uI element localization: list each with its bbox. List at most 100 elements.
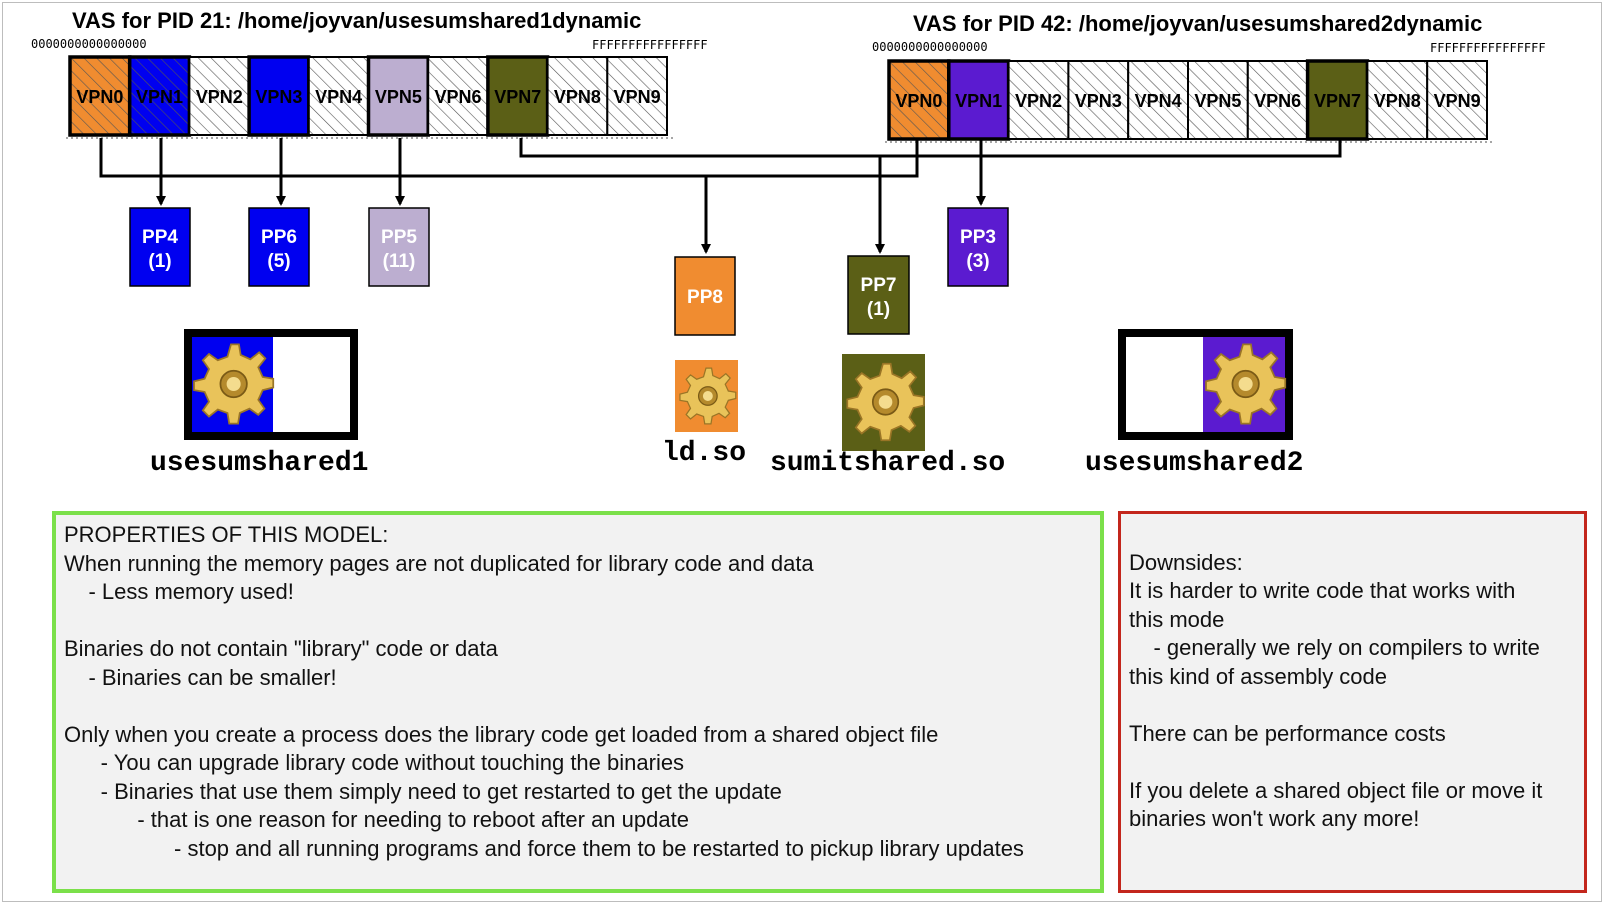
vpn-label: VPN2 xyxy=(196,87,243,107)
panel-text-line: this kind of assembly code xyxy=(1129,663,1388,689)
vpn-cell-vpn4: VPN4 xyxy=(1127,60,1189,140)
panel-text-line: - Binaries that use them simply need to … xyxy=(64,778,782,804)
downsides-panel: Downsides:It is harder to write code tha… xyxy=(1118,511,1587,893)
vpn-label: VPN9 xyxy=(614,87,661,107)
physical-page-pp4: PP4(1) xyxy=(129,207,191,287)
vpn-cell-vpn2: VPN2 xyxy=(1007,60,1070,140)
vpn-label: VPN3 xyxy=(255,87,302,107)
usesumshared1-executable-icon xyxy=(184,329,358,440)
sumitshared-connector xyxy=(519,138,1342,158)
sumitshared-library-icon xyxy=(842,354,925,451)
vas-pid21-high-address: FFFFFFFFFFFFFFFF xyxy=(592,38,708,52)
vpn-label: VPN2 xyxy=(1015,91,1062,111)
panel-text-line: - that is one reason for needing to rebo… xyxy=(64,807,689,832)
vpn-label: VPN0 xyxy=(895,91,942,111)
vpn-cell-vpn6: VPN6 xyxy=(1246,60,1309,140)
vpn-cell-vpn9: VPN9 xyxy=(606,56,668,136)
vpn-cell-vpn1: VPN1 xyxy=(947,59,1011,141)
gear-icon xyxy=(193,343,275,425)
sumitshared-so-label: sumitshared.so xyxy=(770,448,1006,479)
panel-text-line: this mode xyxy=(1129,606,1225,632)
ld-so-library-icon xyxy=(675,360,738,432)
vpn-cell-vpn7: VPN7 xyxy=(1305,59,1370,141)
panel-text-line xyxy=(64,607,1092,636)
vpn-cell-vpn6: VPN6 xyxy=(427,56,489,136)
vpn-cell-vpn7: VPN7 xyxy=(486,55,550,137)
vpn-cell-vpn9: VPN9 xyxy=(1426,60,1488,140)
panel-text-line: There can be performance costs xyxy=(1129,720,1446,746)
vpn-cell-vpn8: VPN8 xyxy=(1366,60,1429,140)
vas-strip-pid42: VPN0 VPN1 VPN2 VPN3 VPN4 VPN5 VPN6 VPN7 VPN8 VPN9 xyxy=(885,59,1493,143)
usesumshared2-label: usesumshared2 xyxy=(1085,448,1304,479)
vpn-cell-vpn0: VPN0 xyxy=(68,55,132,137)
vas-title-pid21: VAS for PID 21: /home/joyvan/usesumshare… xyxy=(72,8,642,33)
vas-title-pid42: VAS for PID 42: /home/joyvan/usesumshare… xyxy=(913,11,1483,36)
vpn-label: VPN7 xyxy=(494,87,541,107)
vpn-label: VPN9 xyxy=(1434,91,1481,111)
physical-page-name: PP4 xyxy=(142,227,178,248)
physical-page-refcount: (11) xyxy=(383,251,416,272)
vas-pid21-low-address: 0000000000000000 xyxy=(31,37,147,51)
vpn-cell-vpn5: VPN5 xyxy=(366,55,430,137)
panel-text-line: - generally we rely on compilers to writ… xyxy=(1129,635,1540,660)
physical-page-name: PP6 xyxy=(261,227,297,248)
usesumshared1-label: usesumshared1 xyxy=(150,448,369,479)
vpn-label: VPN4 xyxy=(315,87,362,107)
panel-text-line xyxy=(1129,520,1576,549)
panel-text-line: If you delete a shared object file or mo… xyxy=(1129,777,1543,803)
panel-text-line xyxy=(64,692,1092,721)
panel-text-line: binaries won't work any more! xyxy=(1129,806,1420,831)
vas-pid42-high-address: FFFFFFFFFFFFFFFF xyxy=(1430,41,1546,55)
panel-text-line: Binaries do not contain "library" code o… xyxy=(64,636,498,661)
physical-page-pp5: PP5 (11) xyxy=(368,207,430,287)
vpn-cell-vpn3: VPN3 xyxy=(1067,60,1130,140)
ld-so-label: ld.so xyxy=(662,438,747,469)
panel-text-line: PROPERTIES OF THIS MODEL: xyxy=(64,522,389,547)
vpn-cell-vpn5: VPN5 xyxy=(1187,60,1249,140)
vas-pid42-low-address: 0000000000000000 xyxy=(872,40,988,54)
physical-page-name: PP7 xyxy=(861,275,897,296)
panel-text-line: - stop and all running programs and forc… xyxy=(64,835,1024,861)
panel-text-line: - Binaries can be smaller! xyxy=(64,664,337,690)
panel-text-line: - Less memory used! xyxy=(64,579,294,604)
vpn-label: VPN3 xyxy=(1075,91,1122,111)
physical-page-pp7: PP7(1) xyxy=(847,255,910,335)
panel-text-line: It is harder to write code that works wi… xyxy=(1129,578,1516,603)
gear-icon xyxy=(1205,343,1287,425)
vpn-label: VPN6 xyxy=(1254,91,1301,111)
properties-panel: PROPERTIES OF THIS MODEL: When running th… xyxy=(52,511,1104,893)
vpn-cell-vpn4: VPN4 xyxy=(307,56,370,136)
physical-page-pp8: PP8 xyxy=(674,256,736,336)
vpn-cell-vpn2: VPN2 xyxy=(188,56,251,136)
physical-page-name: PP3 xyxy=(960,227,996,248)
vpn-label: VPN8 xyxy=(1374,91,1421,111)
vpn-label: VPN5 xyxy=(1194,91,1241,111)
vpn-label: VPN1 xyxy=(955,91,1002,111)
panel-text-line: When running the memory pages are not du… xyxy=(64,550,814,576)
physical-page-refcount: (1) xyxy=(148,251,171,272)
gear-icon xyxy=(846,362,925,442)
vpn-label: VPN4 xyxy=(1135,91,1182,111)
usesumshared2-executable-icon xyxy=(1118,329,1293,440)
panel-text-line: Only when you create a process does the … xyxy=(64,721,939,747)
physical-page-refcount: (5) xyxy=(267,251,290,272)
vpn-label: VPN6 xyxy=(435,87,482,107)
vpn-label: VPN1 xyxy=(136,87,183,107)
physical-page-refcount: (1) xyxy=(867,299,890,320)
physical-page-pp6: PP6(5) xyxy=(248,207,310,287)
vpn-label: VPN8 xyxy=(554,87,601,107)
physical-page-pp3: PP3(3) xyxy=(947,207,1009,287)
panel-text-line xyxy=(1129,748,1576,777)
properties-text: PROPERTIES OF THIS MODEL: When running th… xyxy=(64,521,1092,863)
downsides-text: Downsides:It is harder to write code tha… xyxy=(1129,520,1576,834)
physical-page-name: PP5 xyxy=(381,227,417,248)
vpn-cell-vpn0: VPN0 xyxy=(887,59,951,141)
vpn-cell-vpn1: VPN1 xyxy=(127,55,192,137)
panel-text-line: - You can upgrade library code without t… xyxy=(64,750,685,775)
vpn-label: VPN7 xyxy=(1314,91,1361,111)
vpn-cell-vpn3: VPN3 xyxy=(247,55,311,137)
panel-text-line xyxy=(1129,691,1576,720)
